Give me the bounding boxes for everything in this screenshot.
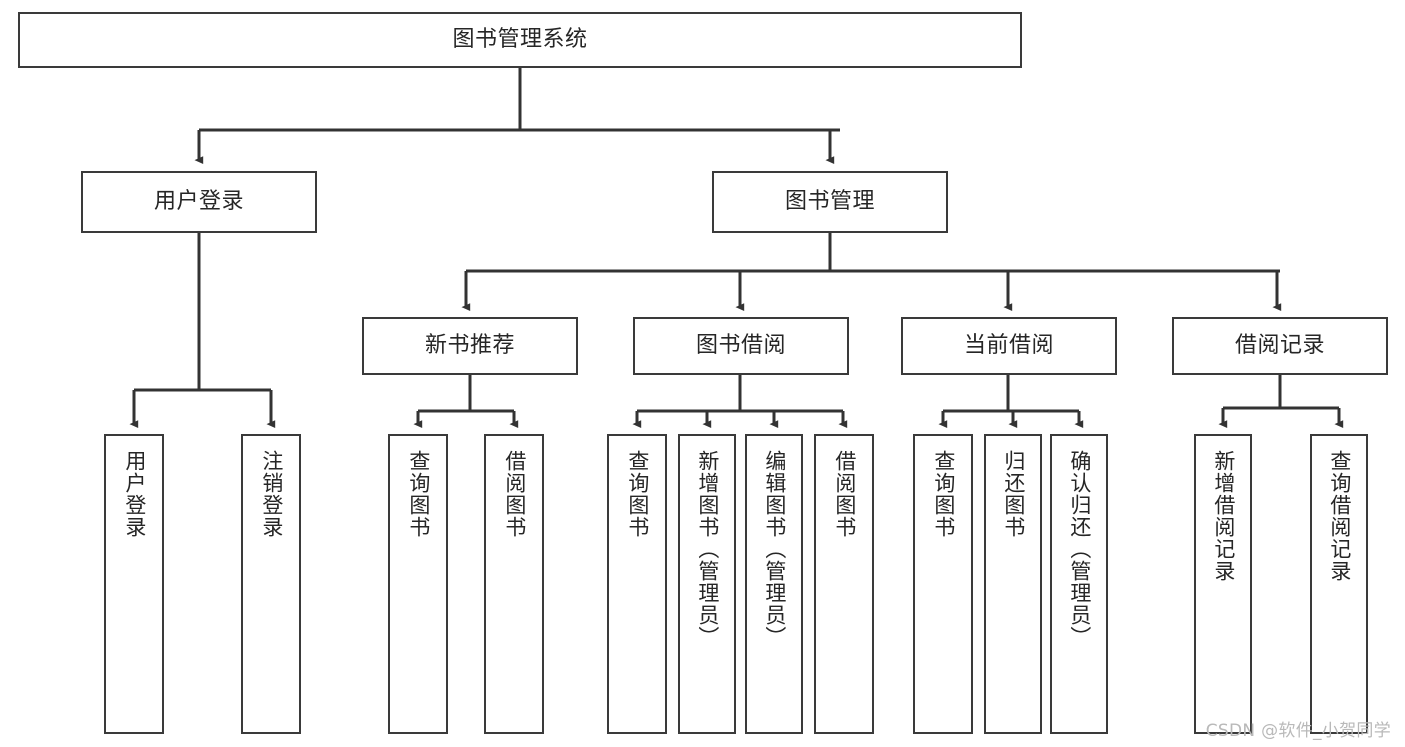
node-leaf-query-book-borrow[interactable]: 查询图书 [607, 434, 667, 734]
node-leaf-confirm-return-admin[interactable]: 确认归还（管理员） [1050, 434, 1108, 734]
node-leaf-query-book-recommend[interactable]: 查询图书 [388, 434, 448, 734]
node-book-borrow[interactable]: 图书借阅 [633, 317, 849, 375]
node-leaf-logout-label: 注销登录 [259, 450, 284, 538]
node-leaf-borrow-book-recommend-label: 借阅图书 [502, 450, 527, 538]
edge-bookmanage-to-level3 [461, 233, 1282, 312]
node-leaf-borrow-book-recommend[interactable]: 借阅图书 [484, 434, 544, 734]
node-leaf-query-book-borrow-label: 查询图书 [625, 450, 650, 538]
edge-userlogin-to-leaves [129, 233, 276, 429]
node-user-login-label: 用户登录 [153, 189, 244, 215]
node-leaf-query-borrow-record[interactable]: 查询借阅记录 [1310, 434, 1368, 734]
node-current-borrow-label: 当前借阅 [963, 333, 1054, 359]
node-new-book-recommend[interactable]: 新书推荐 [362, 317, 578, 375]
node-leaf-add-book-admin[interactable]: 新增图书（管理员） [678, 434, 736, 734]
node-current-borrow[interactable]: 当前借阅 [901, 317, 1117, 375]
edge-recommend-to-leaves [413, 375, 519, 429]
edge-bookborrow-to-leaves [632, 375, 848, 429]
node-leaf-return-book[interactable]: 归还图书 [984, 434, 1042, 734]
node-leaf-query-book-current-label: 查询图书 [931, 450, 956, 538]
node-leaf-edit-book-admin-label: 编辑图书（管理员） [762, 450, 787, 648]
edge-root-to-level2 [194, 68, 840, 165]
node-borrow-record[interactable]: 借阅记录 [1172, 317, 1388, 375]
node-root[interactable]: 图书管理系统 [18, 12, 1022, 68]
node-book-borrow-label: 图书借阅 [695, 333, 786, 359]
node-leaf-logout[interactable]: 注销登录 [241, 434, 301, 734]
node-leaf-add-borrow-record[interactable]: 新增借阅记录 [1194, 434, 1252, 734]
node-new-book-recommend-label: 新书推荐 [424, 333, 515, 359]
node-leaf-add-book-admin-label: 新增图书（管理员） [695, 450, 720, 648]
edge-borrowrecord-to-leaves [1218, 375, 1344, 429]
node-leaf-borrow-book[interactable]: 借阅图书 [814, 434, 874, 734]
node-leaf-return-book-label: 归还图书 [1001, 450, 1026, 538]
edge-currentborrow-to-leaves [938, 375, 1084, 429]
node-leaf-add-borrow-record-label: 新增借阅记录 [1211, 450, 1236, 582]
watermark-text: CSDN @软件_小贺同学 [1205, 721, 1391, 741]
node-user-login[interactable]: 用户登录 [81, 171, 317, 233]
node-leaf-confirm-return-admin-label: 确认归还（管理员） [1067, 450, 1092, 648]
node-leaf-query-book-current[interactable]: 查询图书 [913, 434, 973, 734]
node-leaf-user-login[interactable]: 用户登录 [104, 434, 164, 734]
node-leaf-user-login-label: 用户登录 [122, 450, 147, 538]
node-book-manage[interactable]: 图书管理 [712, 171, 948, 233]
node-book-manage-label: 图书管理 [784, 189, 875, 215]
node-leaf-borrow-book-label: 借阅图书 [832, 450, 857, 538]
node-borrow-record-label: 借阅记录 [1234, 333, 1325, 359]
node-root-label: 图书管理系统 [452, 27, 588, 53]
node-leaf-edit-book-admin[interactable]: 编辑图书（管理员） [745, 434, 803, 734]
node-leaf-query-book-recommend-label: 查询图书 [406, 450, 431, 538]
node-leaf-query-borrow-record-label: 查询借阅记录 [1327, 450, 1352, 582]
